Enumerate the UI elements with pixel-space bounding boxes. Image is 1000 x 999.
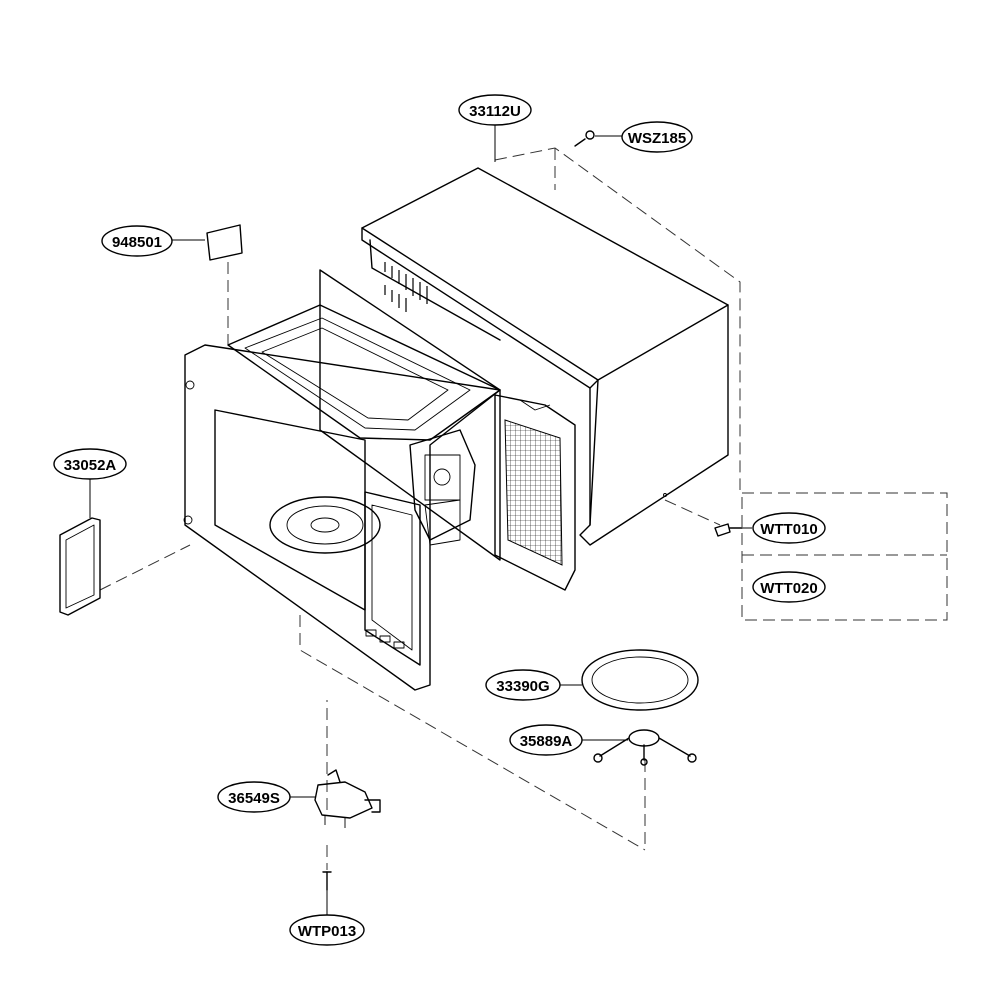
label-motor-screw[interactable]: WTP013 [289,914,365,946]
label-roller-ring[interactable]: 35889A [509,724,583,756]
glass-tray-drawing[interactable] [581,649,699,711]
screw-side-drawing[interactable] [714,523,743,537]
waveguide-cover-drawing[interactable] [206,224,243,261]
label-waveguide-cover[interactable]: 948501 [101,225,173,257]
label-screw-top[interactable]: WSZ185 [621,121,693,153]
svg-text:WSZ185: WSZ185 [628,130,686,147]
label-screw-side-alt[interactable]: WTT020 [752,571,826,603]
svg-text:33052A: 33052A [64,457,117,474]
leader-lines [89,125,752,915]
svg-text:948501: 948501 [112,234,162,251]
roller-ring-drawing[interactable] [593,729,697,766]
turntable-motor-drawing[interactable] [314,769,381,828]
svg-text:35889A: 35889A [520,733,573,750]
label-turntable-motor[interactable]: 36549S [217,781,291,813]
svg-text:33390G: 33390G [496,678,549,695]
label-outer-case[interactable]: 33112U [458,94,532,126]
motor-screw-drawing[interactable] [322,871,332,891]
outer-case-drawing[interactable] [361,167,729,546]
svg-text:36549S: 36549S [228,790,280,807]
label-screw-side[interactable]: WTT010 [752,512,826,544]
svg-text:WTT010: WTT010 [760,521,818,538]
label-lamp-cover[interactable]: 33052A [53,448,127,480]
lamp-cover-drawing[interactable] [59,517,101,616]
svg-text:WTP013: WTP013 [298,923,356,940]
screw-options-box [741,492,948,621]
label-glass-tray[interactable]: 33390G [485,669,561,701]
svg-text:WTT020: WTT020 [760,580,818,597]
side-panel-drawing [494,394,576,591]
assembly-guides [99,147,741,870]
cavity-frame-drawing [183,269,501,691]
svg-text:33112U: 33112U [469,103,521,120]
screw-top-drawing[interactable] [574,130,595,147]
case-vents [384,262,428,312]
